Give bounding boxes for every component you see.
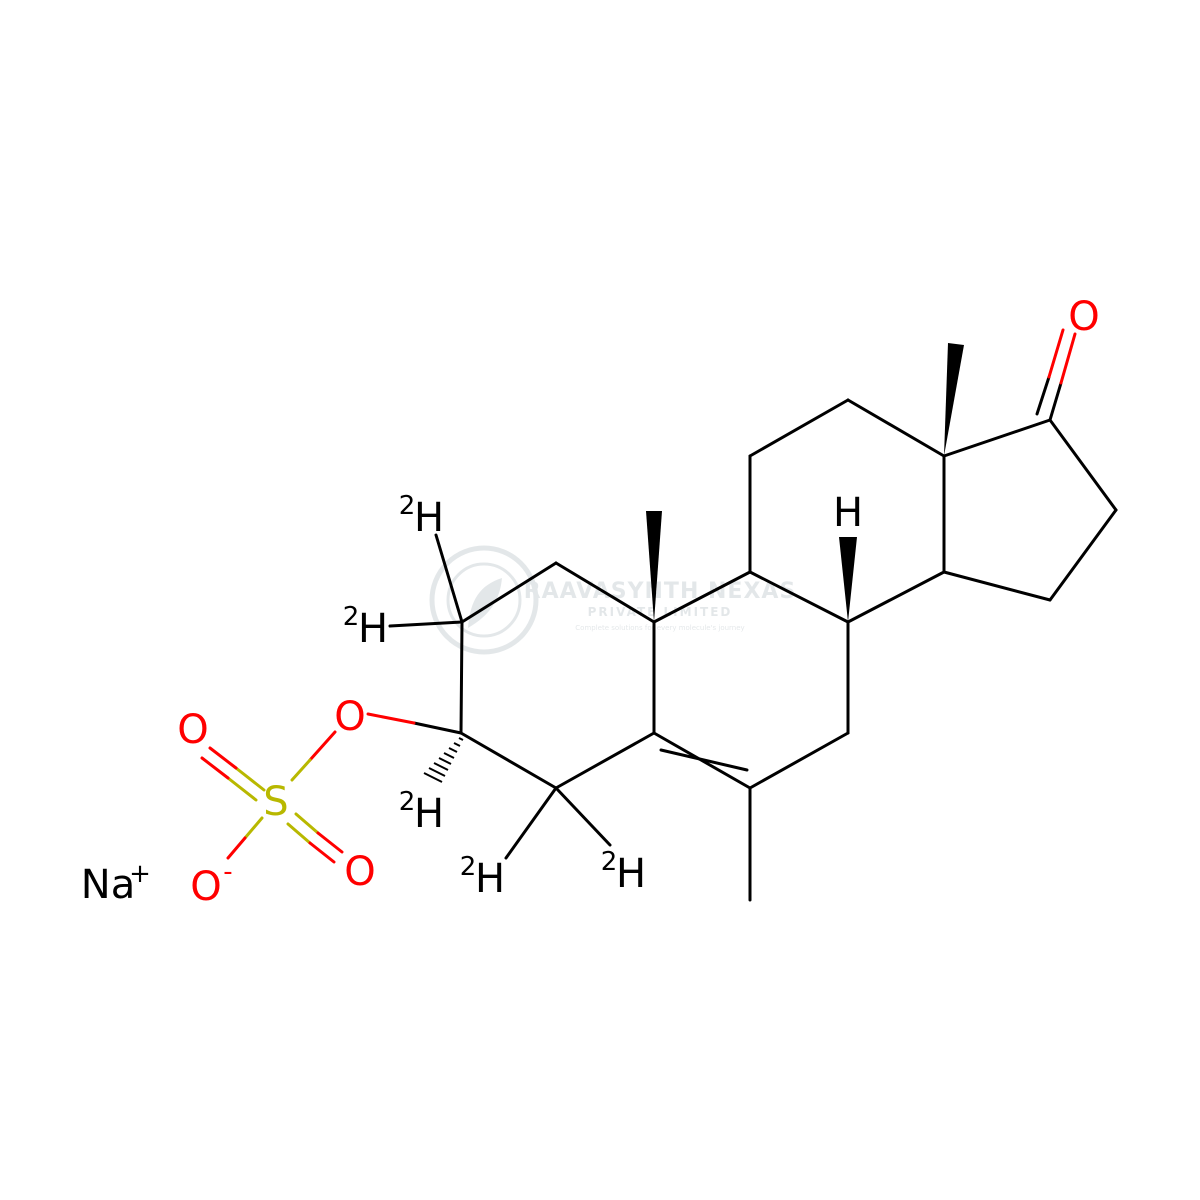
- bond-c2-d-upper: [434, 533, 464, 624]
- svg-text:2: 2: [399, 787, 416, 817]
- svg-text:2: 2: [399, 491, 416, 521]
- ketone-double-bond: [1035, 328, 1077, 422]
- bond-c2-d-left: [388, 620, 464, 628]
- bond-c8-c9: [748, 570, 850, 624]
- watermark-logo-inner: [446, 562, 522, 638]
- svg-text:H: H: [414, 495, 444, 541]
- svg-text:2: 2: [601, 847, 618, 877]
- bond-c14-c8: [846, 570, 946, 624]
- svg-text:H: H: [475, 856, 505, 902]
- svg-text:O: O: [190, 864, 221, 910]
- bond-c5-c6-double: [659, 748, 749, 772]
- bond-c1-c10: [554, 561, 656, 624]
- bond-c3-o-black: [412, 721, 463, 735]
- bond-c17-c16: [1048, 418, 1118, 512]
- wedge-c10-methyl: [646, 511, 662, 622]
- watermark-logo: [429, 545, 539, 655]
- bond-o-s-yellow: [290, 758, 312, 782]
- sodium-charge: +: [129, 859, 151, 889]
- bond-c9-c10: [652, 570, 752, 624]
- svg-text:2: 2: [460, 852, 477, 882]
- atom-o-ester: O: [334, 694, 365, 740]
- bond-c4-c5: [554, 731, 656, 790]
- watermark-tagline: Complete solutions for every molecule's …: [575, 624, 744, 632]
- atom-sulfur: S: [263, 779, 288, 825]
- atom-o-sulfonyl-top: O: [177, 707, 208, 753]
- deuterium-label-4: 2 H: [460, 852, 505, 902]
- svg-text:H: H: [414, 791, 444, 837]
- bond-c1-c2: [460, 561, 558, 624]
- sulfate-bonds: [200, 712, 416, 864]
- deuterium-label-1: 2 H: [399, 491, 444, 541]
- bond-c11-c12: [748, 398, 850, 458]
- bond-c15-c14: [942, 570, 1052, 602]
- atom-h-c8: H: [833, 490, 863, 536]
- bonds: [388, 398, 1118, 902]
- wedge-c13-methyl: [944, 343, 964, 456]
- bond-c16-c15: [1048, 508, 1118, 602]
- watermark-name: RAAVASYNTH NEXAS: [524, 579, 797, 604]
- counterion-sodium: Na +: [81, 859, 151, 908]
- deuterium-label-2: 2 H: [343, 602, 388, 652]
- svg-text:H: H: [358, 606, 388, 652]
- bond-c13-c17: [942, 418, 1052, 458]
- bond-c4-d-right: [554, 786, 612, 847]
- svg-text:H: H: [616, 851, 646, 897]
- svg-text:Na: Na: [81, 862, 135, 908]
- watermark: RAAVASYNTH NEXAS PRIVATE LIMITED Complet…: [429, 545, 797, 655]
- bond-c4-d-left: [504, 786, 558, 860]
- atom-o-ketone: O: [1068, 294, 1099, 340]
- wedge-bonds: [646, 343, 964, 622]
- watermark-logo-leaf: [468, 578, 502, 628]
- watermark-sub: PRIVATE LIMITED: [588, 605, 733, 619]
- bond-c6-c7: [748, 731, 850, 790]
- bond-c2-c3: [459, 620, 464, 735]
- svg-text:2: 2: [343, 602, 360, 632]
- atom-labels: O O O S O O - H 2 H 2 H 2 H 2 H 2 H: [81, 294, 1100, 910]
- bond-o-s-red: [308, 730, 337, 762]
- atom-o-sulfonyl-right: O: [344, 849, 375, 895]
- hashed-bond-c3-d: [423, 737, 464, 783]
- anion-charge: -: [223, 857, 232, 887]
- bond-c12-c13: [846, 398, 946, 458]
- wedge-c8-h: [839, 537, 857, 622]
- atom-o-anion: O -: [190, 857, 232, 910]
- deuterium-label-5: 2 H: [601, 847, 646, 897]
- bond-o-ester-red: [366, 712, 416, 725]
- bond-c3-c4: [459, 731, 558, 790]
- deuterium-label-3: 2 H: [399, 787, 444, 837]
